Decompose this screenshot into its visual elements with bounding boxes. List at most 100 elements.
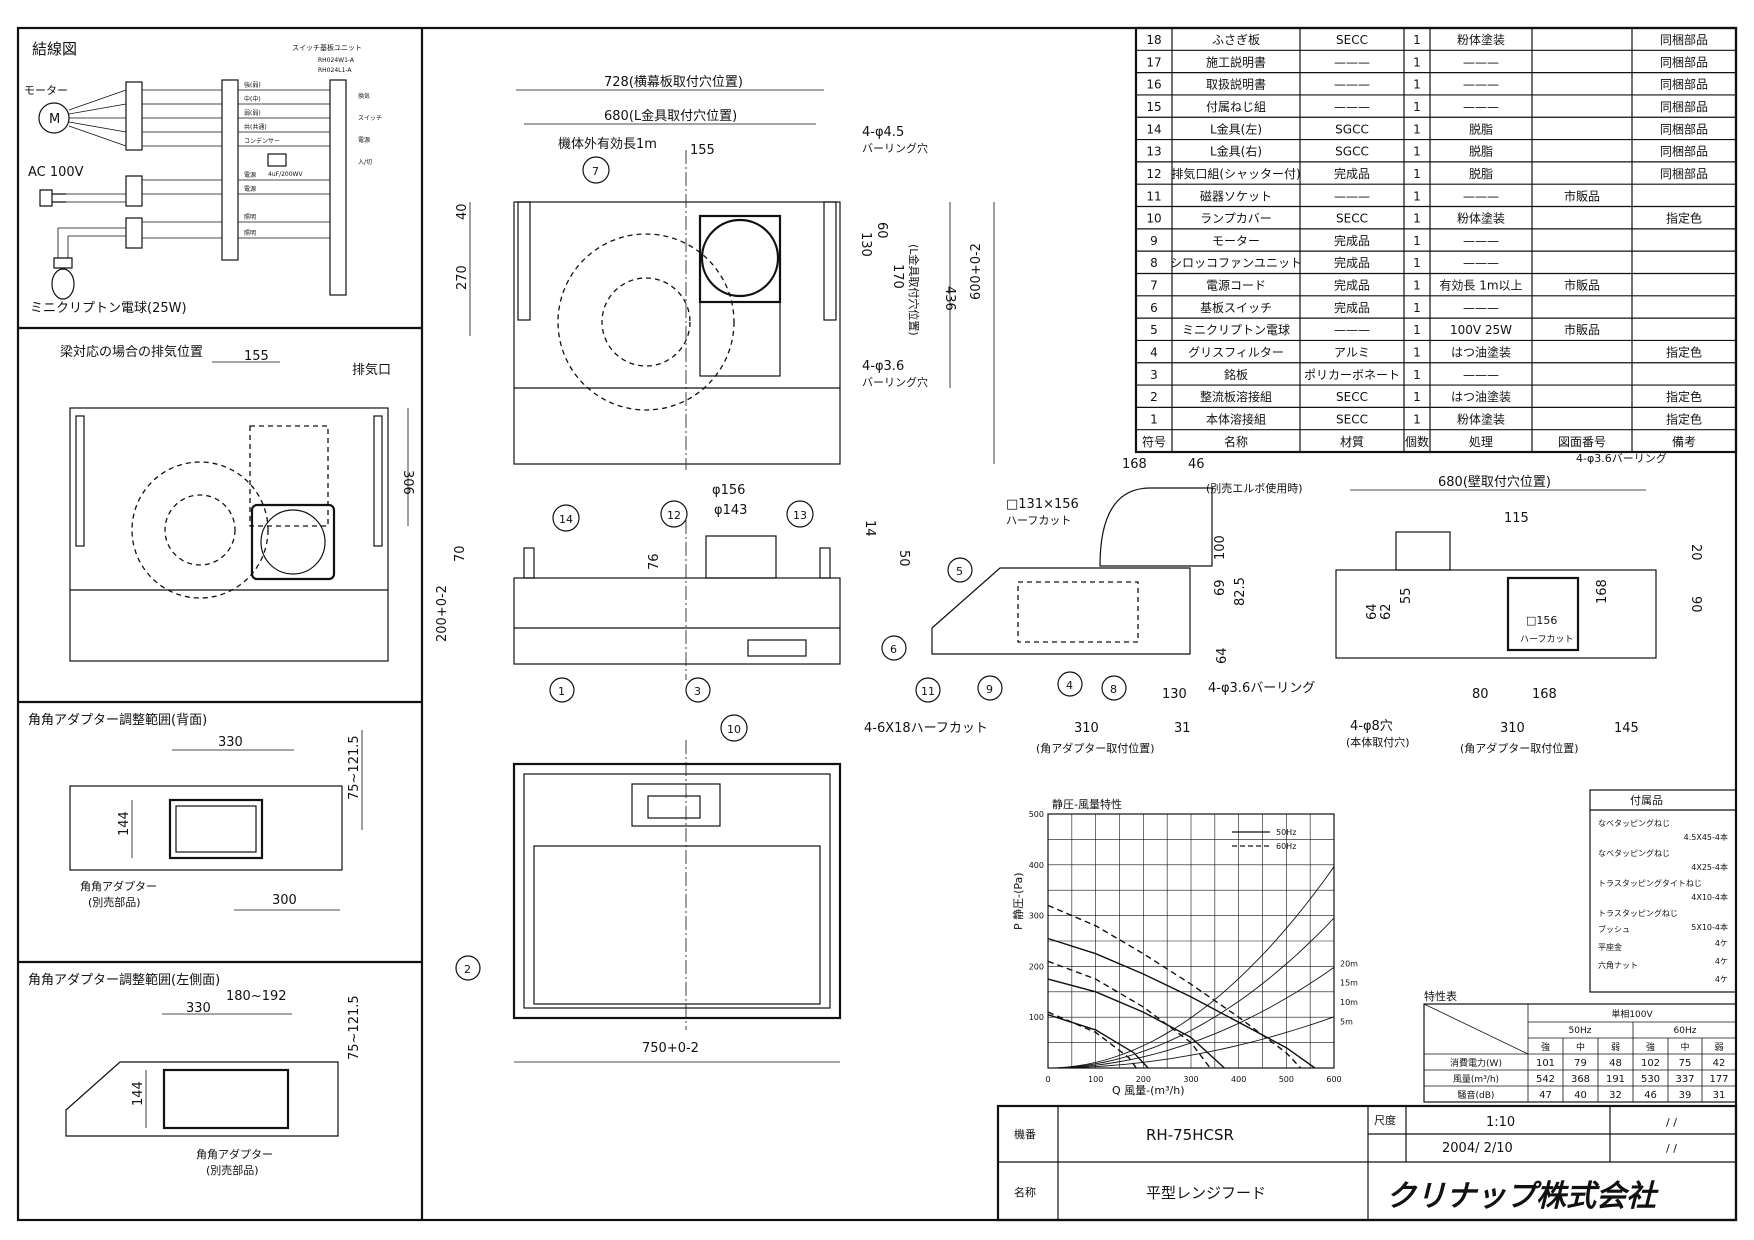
spec-freq-50: 50Hz xyxy=(1569,1026,1592,1036)
table-cell: ——— xyxy=(1463,301,1499,315)
balloon-8: 8 xyxy=(1101,675,1127,701)
left-dim-330: 330 xyxy=(186,1001,211,1016)
accessory-name: トラスタッピングタイトねじ xyxy=(1598,878,1702,888)
balloon-5: 5 xyxy=(947,557,973,583)
capacitor-label: 4uF/200WV xyxy=(268,171,303,178)
scale-label: 尺度 xyxy=(1374,1113,1396,1127)
balloon-1: 1 xyxy=(549,677,575,703)
rear-burring: 4-φ3.6バーリング xyxy=(1576,451,1667,465)
accessory-name: なべタッピングねじ xyxy=(1598,818,1670,828)
table-header: 材質 xyxy=(1340,434,1364,449)
table-cell: 13 xyxy=(1146,145,1161,159)
left-adapter-rect xyxy=(162,1068,290,1130)
rear-dim-310: 310 xyxy=(1500,721,1525,736)
table-header: 図面番号 xyxy=(1558,435,1606,449)
table-cell: 同梱部品 xyxy=(1660,32,1708,47)
chart-duct-curve xyxy=(1047,967,1335,1069)
table-cell: 脱脂 xyxy=(1469,121,1493,136)
table-header: 処理 xyxy=(1469,435,1493,449)
motor-letter: M xyxy=(49,112,60,127)
spec-value: 177 xyxy=(1709,1074,1728,1085)
accessory-qty: 4.5X45-4本 xyxy=(1684,832,1728,842)
scale-value: 1:10 xyxy=(1486,1115,1515,1130)
table-cell: 1 xyxy=(1413,390,1421,404)
power-wires xyxy=(66,179,222,203)
table-cell: 指定色 xyxy=(1666,344,1702,359)
spec-value: 79 xyxy=(1574,1058,1587,1069)
front-switch-panel xyxy=(747,639,807,657)
top-dim-40: 40 xyxy=(455,203,470,220)
table-cell: L金具(右) xyxy=(1210,144,1262,159)
table-cell: 1 xyxy=(1413,145,1421,159)
table-header: 個数 xyxy=(1405,434,1429,449)
front-dim-76: 76 xyxy=(647,553,662,570)
table-cell: SECC xyxy=(1336,212,1368,226)
front-dim-156: φ156 xyxy=(712,483,745,498)
table-cell: ——— xyxy=(1463,234,1499,248)
balloon-10: 10 xyxy=(720,714,748,742)
switch-label: 電源 xyxy=(358,136,370,144)
chart-curve-60Hz xyxy=(1047,904,1302,1069)
spec-value: 102 xyxy=(1641,1058,1660,1069)
table-cell: 同梱部品 xyxy=(1660,121,1708,136)
back-dim-75: 75~121.5 xyxy=(347,735,362,800)
accessory-qty: 4X25-4本 xyxy=(1691,862,1728,872)
spec-value: 101 xyxy=(1536,1058,1555,1069)
side-dim-31: 31 xyxy=(1174,721,1191,736)
accessory-qty: 4ケ xyxy=(1715,939,1728,948)
accessory-name: 六角ナット xyxy=(1598,960,1638,970)
name-label: 名称 xyxy=(1014,1185,1036,1199)
chart-duct-label: 15m xyxy=(1340,979,1358,988)
side-dim-82: 82.5 xyxy=(1233,577,1248,606)
spec-value: 31 xyxy=(1713,1090,1726,1101)
svg-text:12: 12 xyxy=(667,509,681,522)
switch-label: スイッチ xyxy=(358,115,382,122)
beam-dim-155: 155 xyxy=(244,349,269,364)
spec-row-label: 風量(m³/h) xyxy=(1453,1074,1499,1085)
side-dim-131: □131×156 xyxy=(1006,497,1079,512)
rear-dim-80: 80 xyxy=(1472,687,1489,702)
switch-unit-label: スイッチ基板ユニット xyxy=(292,43,362,52)
wiring-title: 結線図 xyxy=(32,40,77,58)
back-dim-330: 330 xyxy=(218,735,243,750)
motor-wires xyxy=(68,89,127,147)
table-cell: ポリカーボネート xyxy=(1304,368,1400,382)
chart-x-tick: 300 xyxy=(1183,1075,1198,1084)
back-adapter-rect xyxy=(168,798,264,860)
table-cell: 1 xyxy=(1413,100,1421,114)
terminal-block-4 xyxy=(125,217,143,249)
table-cell: ——— xyxy=(1463,368,1499,382)
spec-value: 39 xyxy=(1679,1090,1692,1101)
svg-text:7: 7 xyxy=(592,165,599,178)
top-body-outline xyxy=(513,201,841,465)
top-hole-mid: 4-φ3.6 xyxy=(862,359,904,374)
table-cell: 15 xyxy=(1146,100,1161,114)
spec-value: 42 xyxy=(1713,1058,1726,1069)
rear-dim-90: 90 xyxy=(1688,596,1703,613)
side-dim-69: 69 xyxy=(1213,579,1228,596)
side-dim-310: 310 xyxy=(1074,721,1099,736)
table-cell: 電源コード xyxy=(1206,279,1266,293)
balloon-14: 14 xyxy=(552,504,580,532)
spec-mode: 弱 xyxy=(1714,1042,1723,1053)
table-cell: 1 xyxy=(1413,323,1421,337)
switch-label: 換気 xyxy=(358,92,370,100)
rear-dim-115: 115 xyxy=(1504,511,1529,526)
lamp-wires xyxy=(57,221,222,258)
table-cell: 有効長 1m以上 xyxy=(1439,278,1522,293)
spec-diagonal xyxy=(1423,1003,1529,1055)
spec-row-label: 消費電力(W) xyxy=(1450,1057,1502,1069)
beam-duct-dashed xyxy=(249,425,329,527)
top-hole-label: 4-φ4.5 xyxy=(862,125,904,140)
spec-value: 47 xyxy=(1539,1090,1552,1101)
motor-wires-2 xyxy=(142,89,222,147)
side-dim-46: 46 xyxy=(1188,457,1205,472)
chart-y-tick: 200 xyxy=(1029,962,1044,971)
top-fan-circle xyxy=(557,233,735,411)
beam-exhaust-circle xyxy=(260,509,326,575)
table-cell: 9 xyxy=(1150,234,1158,248)
top-hole-sub: バーリング穴 xyxy=(862,141,928,155)
side-view: 168 46 (別売エルボ使用時) □131×156 ハーフカット 100 69… xyxy=(864,457,1315,755)
spec-value: 368 xyxy=(1571,1074,1590,1085)
left-title: 角角アダプター調整範囲(左側面) xyxy=(28,973,220,988)
